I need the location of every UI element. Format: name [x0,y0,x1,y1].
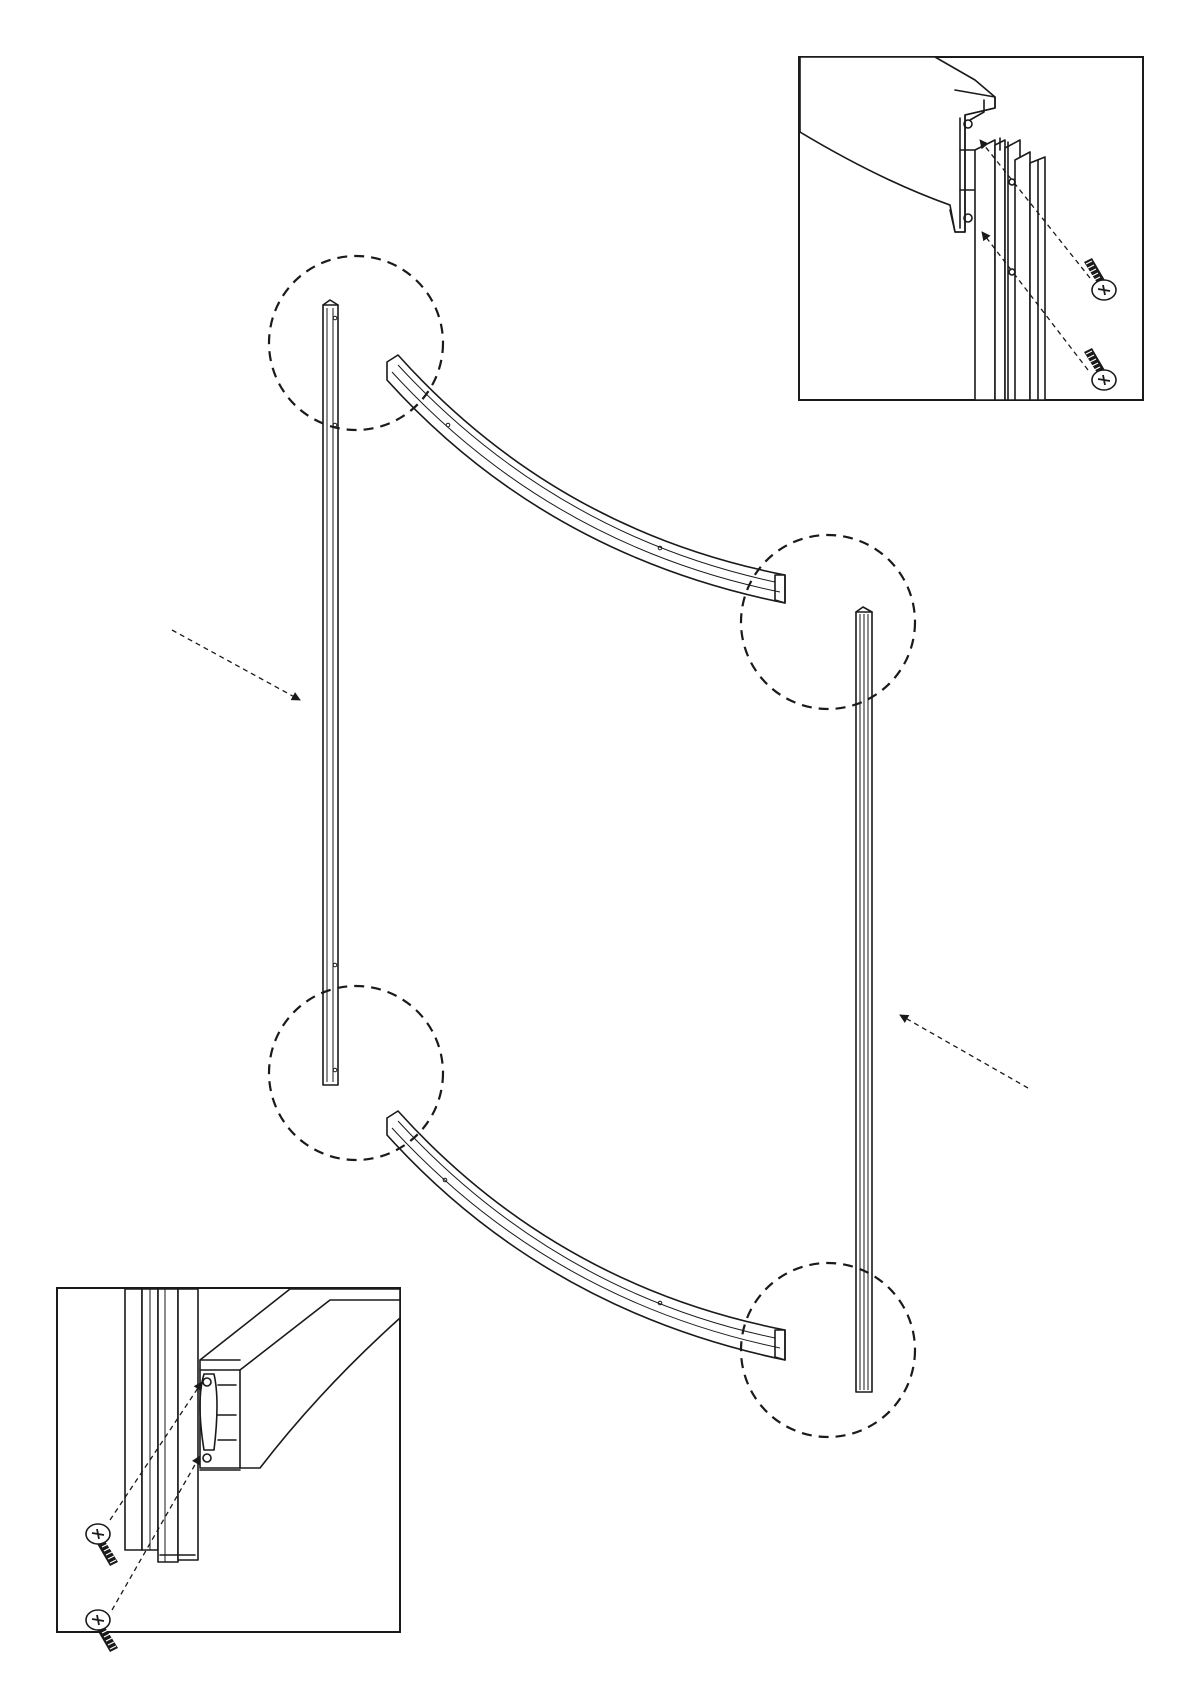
zoom-marker-top-left [269,256,443,430]
left-vertical-profile [323,300,338,1085]
direction-arrow-right [900,1015,1028,1088]
detail-view-top [799,57,1143,400]
direction-arrow-left [172,630,300,700]
bottom-curved-rail [387,1111,785,1360]
detail-view-bottom [57,1288,400,1652]
top-curved-rail [387,355,785,603]
zoom-marker-bottom-left [269,986,443,1160]
zoom-marker-top-right [741,535,915,709]
right-vertical-profile [856,607,872,1392]
